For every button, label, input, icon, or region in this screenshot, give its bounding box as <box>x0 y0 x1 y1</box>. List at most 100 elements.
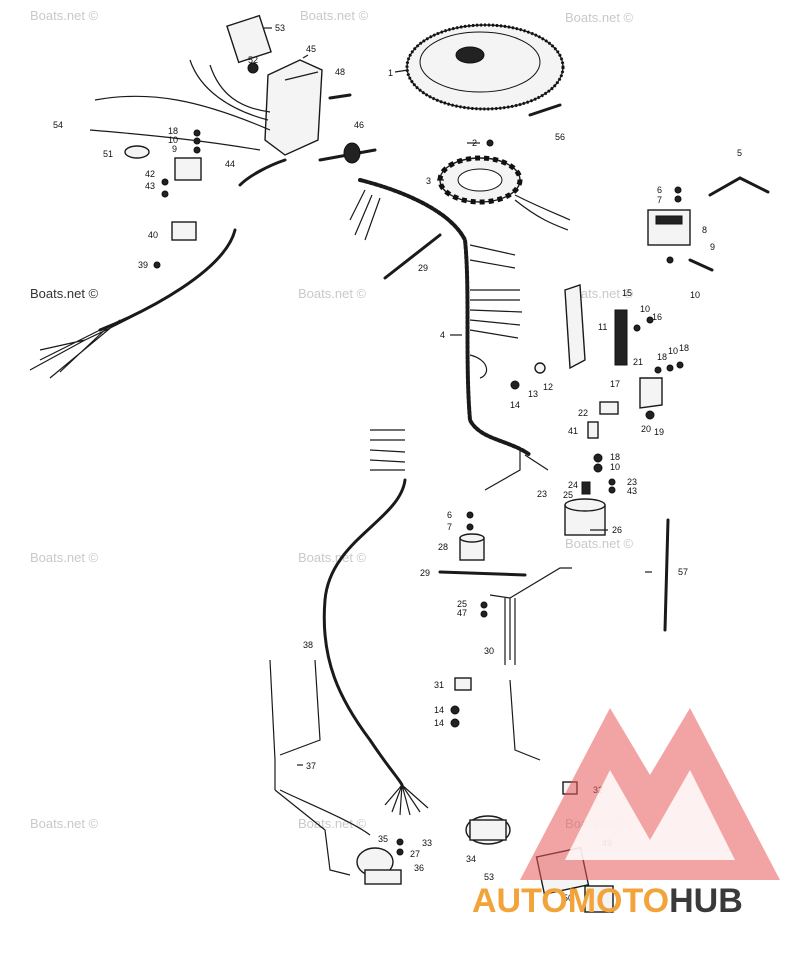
brand-logo-text: AUTOMOTOHUB <box>472 882 743 920</box>
part-label: 31 <box>434 680 444 690</box>
part-label: 10 <box>640 304 650 314</box>
part-label: 30 <box>484 646 494 656</box>
watermark-layer: Boats.net © Boats.net © Boats.net © Boat… <box>30 8 634 831</box>
watermark: Boats.net © <box>298 550 367 565</box>
watermark: Boats.net © <box>565 536 634 551</box>
part-label: 27 <box>410 849 420 859</box>
part-label: 3 <box>426 176 431 186</box>
part-label: 35 <box>378 834 388 844</box>
top-leads <box>89 59 271 151</box>
stator <box>437 155 571 231</box>
part-label: 22 <box>578 408 588 418</box>
part-label: 39 <box>138 260 148 270</box>
part-label: 53 <box>484 872 494 882</box>
rod-57 <box>663 518 670 632</box>
part-51 <box>124 145 150 159</box>
part-label: 20 <box>641 424 651 434</box>
brand-logo: AUTOMOTOHUB <box>472 708 780 920</box>
part-label: 42 <box>145 169 155 179</box>
part-label: 38 <box>303 640 313 650</box>
coil-44 <box>174 157 202 181</box>
part-label: 23 <box>627 477 637 487</box>
part-label: 45 <box>306 44 316 54</box>
part-label: 40 <box>148 230 158 240</box>
part-label: 18 <box>610 452 620 462</box>
part-label: 18 <box>168 126 178 136</box>
key-switch-34 <box>465 815 511 845</box>
fasteners <box>153 62 684 856</box>
part-46-boot <box>343 142 361 164</box>
part-label: 51 <box>103 149 113 159</box>
terminal-board <box>564 284 663 439</box>
part-5 <box>708 176 770 197</box>
main-harness <box>349 178 549 491</box>
watermark: Boats.net © <box>565 10 634 25</box>
part-label: 18 <box>657 352 667 362</box>
cable-tie-29-top <box>383 233 442 280</box>
part-label: 25 <box>563 490 573 500</box>
part-label: 46 <box>354 120 364 130</box>
part-label: 18 <box>679 343 689 353</box>
part-label: 34 <box>466 854 476 864</box>
part-label: 6 <box>447 510 452 520</box>
rectifier <box>647 209 714 272</box>
part-label: 57 <box>678 567 688 577</box>
harness-38 <box>322 429 429 816</box>
part-label: 43 <box>627 486 637 496</box>
part-40 <box>171 221 197 241</box>
cable-tie-29-bottom <box>438 570 527 577</box>
part-label: 23 <box>537 489 547 499</box>
part-label: 6 <box>657 185 662 195</box>
bracket-30 <box>489 567 572 761</box>
part-label: 10 <box>690 290 700 300</box>
watermark: Boats.net © <box>565 286 634 301</box>
boot-lead <box>238 158 287 187</box>
part-label: 4 <box>440 330 445 340</box>
part-label: 7 <box>447 522 452 532</box>
part-label: 47 <box>457 608 467 618</box>
part-56 <box>528 103 562 117</box>
part-label: 52 <box>248 55 258 65</box>
part-label: 50 <box>563 893 573 903</box>
part-label: 17 <box>610 379 620 389</box>
watermark: Boats.net © <box>30 550 99 565</box>
part-label: 12 <box>543 382 553 392</box>
watermark: Boats.net © <box>30 286 99 301</box>
watermark: Boats.net © <box>298 286 367 301</box>
part-label: 54 <box>53 120 63 130</box>
flywheel <box>394 23 565 111</box>
part-label: 29 <box>418 263 428 273</box>
part-label: 9 <box>710 242 715 252</box>
part-label: 9 <box>172 144 177 154</box>
part-label: 14 <box>434 718 444 728</box>
part-label: 24 <box>568 480 578 490</box>
horn-36 <box>356 847 402 885</box>
part-label: 8 <box>702 225 707 235</box>
part-label: 21 <box>633 357 643 367</box>
part-label: 28 <box>438 542 448 552</box>
part-label: 53 <box>275 23 285 33</box>
part-48 <box>328 93 352 100</box>
spacer-28 <box>459 533 485 561</box>
watermark: Boats.net © <box>298 816 367 831</box>
part-label: 48 <box>335 67 345 77</box>
part-label: 25 <box>457 599 467 609</box>
decal-55 <box>226 14 272 64</box>
watermark: Boats.net © <box>30 8 99 23</box>
part-label: 43 <box>145 181 155 191</box>
part-label: 16 <box>652 312 662 322</box>
part-label: 56 <box>555 132 565 142</box>
part-label: 7 <box>657 195 662 205</box>
part-label: 15 <box>622 288 632 298</box>
part-label: 5 <box>737 148 742 158</box>
part-label: 33 <box>422 838 432 848</box>
part-label: 13 <box>528 389 538 399</box>
part-label: 14 <box>510 400 520 410</box>
part-label: 11 <box>598 322 607 332</box>
harness-37 <box>269 659 371 876</box>
part-label: 41 <box>568 426 578 436</box>
switch-box-45 <box>264 59 323 156</box>
part-label: 29 <box>420 568 430 578</box>
part-label: 37 <box>306 761 316 771</box>
